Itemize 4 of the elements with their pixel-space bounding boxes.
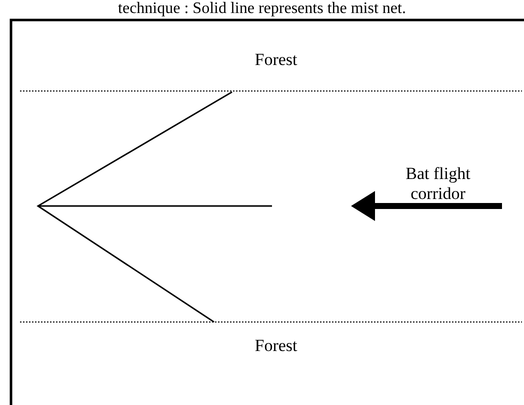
- corridor-label: Bat flight corridor: [404, 164, 472, 204]
- region-label: Forest: [254, 336, 298, 356]
- caption: technique : Solid line represents the mist net.: [117, 0, 407, 18]
- region-label: Forest: [254, 50, 298, 70]
